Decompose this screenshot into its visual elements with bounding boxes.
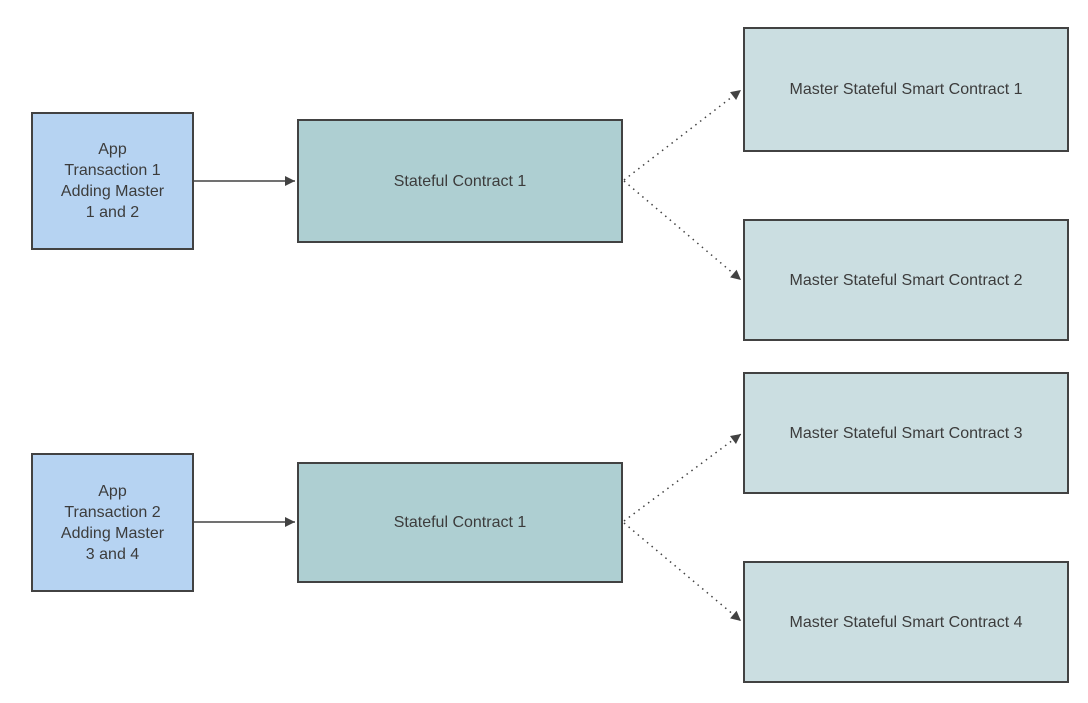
node-master-stateful-smart-contract-2: Master Stateful Smart Contract 2 [743, 219, 1069, 341]
edge-stateful2-to-master3 [623, 433, 742, 522]
node-master-stateful-smart-contract-3: Master Stateful Smart Contract 3 [743, 372, 1069, 494]
node-label: App Transaction 2 Adding Master 3 and 4 [60, 482, 165, 563]
node-label: App Transaction 1 Adding Master 1 and 2 [60, 141, 165, 221]
edge-stateful1-to-master2 [623, 180, 742, 281]
node-master-stateful-smart-contract-4: Master Stateful Smart Contract 4 [743, 561, 1069, 683]
node-label: Stateful Contract 1 [393, 514, 527, 531]
node-label: Master Stateful Smart Contract 3 [789, 424, 1023, 442]
node-label: Master Stateful Smart Contract 2 [789, 271, 1023, 289]
node-label: Stateful Contract 1 [393, 172, 527, 190]
edge-stateful2-to-master4 [623, 522, 742, 622]
node-master-stateful-smart-contract-1: Master Stateful Smart Contract 1 [743, 27, 1069, 152]
node-app-transaction-2: App Transaction 2 Adding Master 3 and 4 [31, 453, 194, 592]
node-stateful-contract-1-lower: Stateful Contract 1 [297, 462, 623, 583]
node-label: Master Stateful Smart Contract 4 [789, 613, 1023, 631]
node-label: Master Stateful Smart Contract 1 [789, 81, 1023, 98]
node-app-transaction-1: App Transaction 1 Adding Master 1 and 2 [31, 112, 194, 250]
edge-stateful1-to-master1 [623, 89, 742, 181]
node-stateful-contract-1-upper: Stateful Contract 1 [297, 119, 623, 243]
